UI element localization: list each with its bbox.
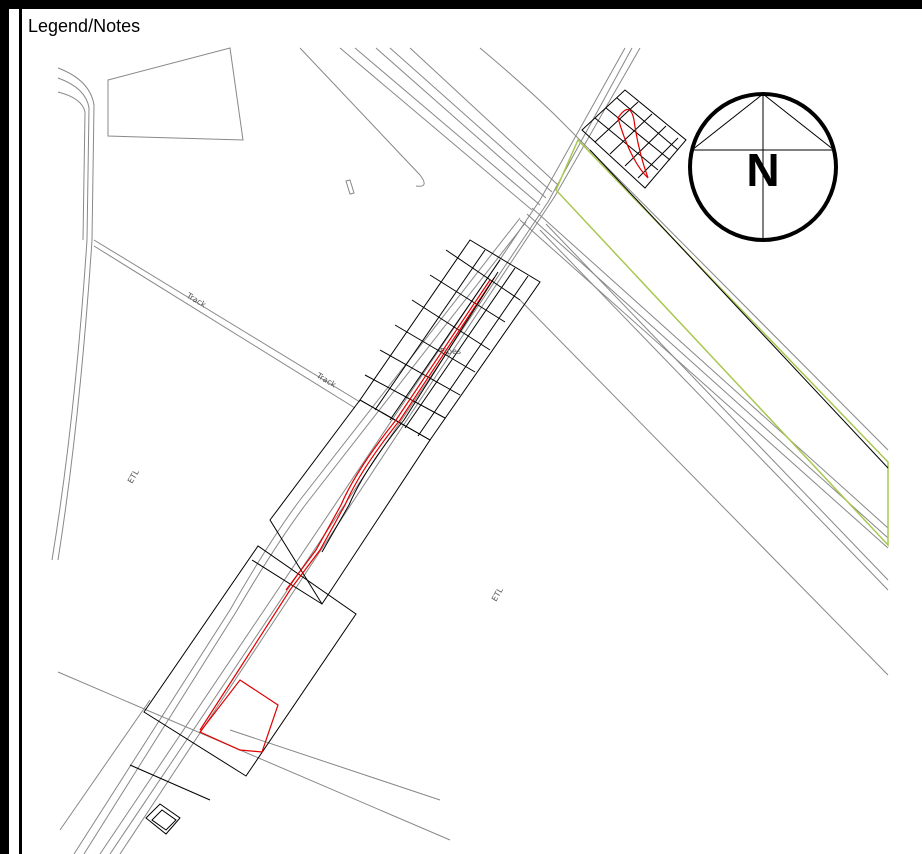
pipes-label: Pipes [440,347,461,356]
survey-grid [129,89,687,835]
track-label-lower: Track [314,370,338,389]
track-label-upper: Track [184,290,208,309]
etl-label-right: ETL [490,586,505,603]
red-route [199,108,649,753]
base-linework [51,47,889,854]
legend-title: Legend/Notes [28,16,141,36]
legend-divider [19,9,22,854]
site-boundary [555,138,889,547]
etl-label-left: ETL [126,468,141,485]
north-letter: N [746,144,779,196]
left-border [0,0,9,854]
top-border [0,0,922,9]
north-arrow-icon: N [688,92,838,242]
